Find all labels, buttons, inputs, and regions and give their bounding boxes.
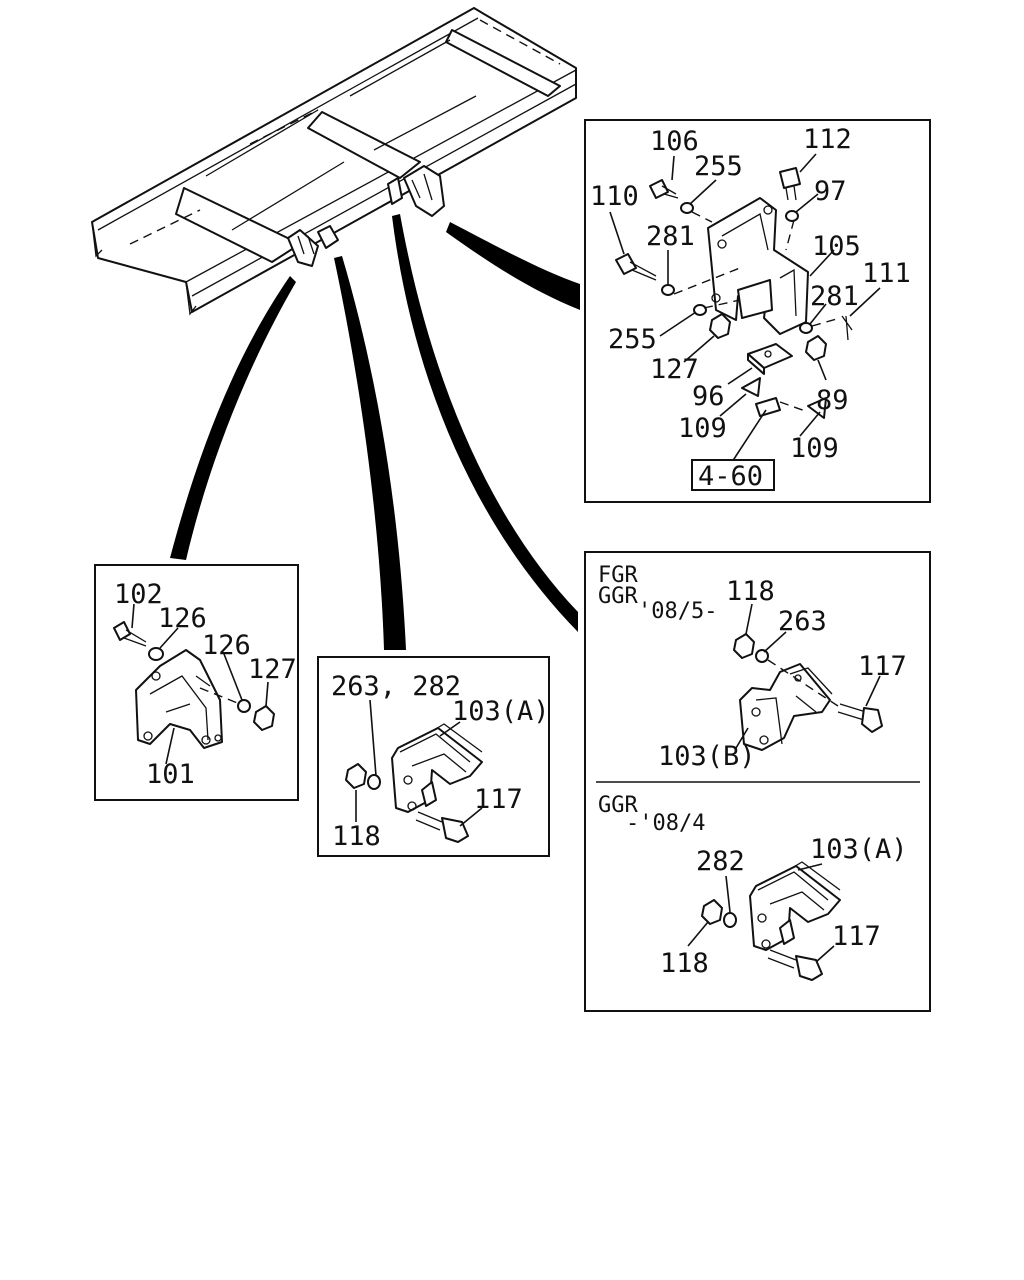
frame-bracket-front xyxy=(287,225,339,267)
label-118-upper: 118 xyxy=(726,576,775,607)
label-255-bottom: 255 xyxy=(608,324,657,355)
label-89: 89 xyxy=(816,385,849,416)
label-117-upper: 117 xyxy=(858,651,907,682)
label-97: 97 xyxy=(814,176,847,207)
label-118-middle: 118 xyxy=(332,821,381,852)
variant-date-lower: -'08/4 xyxy=(626,811,705,836)
label-112: 112 xyxy=(803,124,852,155)
label-281-left: 281 xyxy=(646,221,695,252)
variant-date-upper: '08/5- xyxy=(638,599,717,624)
label-263-upper: 263 xyxy=(778,606,827,637)
ref-box xyxy=(691,459,775,491)
label-111: 111 xyxy=(862,258,911,289)
label-106: 106 xyxy=(650,126,699,157)
leader-wedges xyxy=(170,214,580,650)
label-282-lower: 282 xyxy=(696,846,745,877)
label-126-top: 126 xyxy=(158,603,207,634)
variant-ggr-upper: GGR xyxy=(598,584,638,609)
panel-right: FGR GGR '08/5- 118 263 117 103(B) GGR -'… xyxy=(584,551,931,1012)
label-117-lower: 117 xyxy=(832,921,881,952)
label-127-left: 127 xyxy=(248,654,297,685)
panel-middle: 263, 282 103(A) 117 118 xyxy=(317,656,550,857)
label-110: 110 xyxy=(590,181,639,212)
label-127-top: 127 xyxy=(650,354,699,385)
label-109-left: 109 xyxy=(678,413,727,444)
ref-label: 4-60 xyxy=(698,461,763,492)
label-105: 105 xyxy=(812,231,861,262)
label-126-right: 126 xyxy=(202,630,251,661)
variant-ggr-lower: GGR xyxy=(598,793,638,818)
label-102: 102 xyxy=(114,579,163,610)
frame-bracket-rear xyxy=(387,165,445,217)
panel-left: 102 126 126 127 101 xyxy=(94,564,299,801)
label-117-middle: 117 xyxy=(474,784,523,815)
label-281-right: 281 xyxy=(810,281,859,312)
label-96: 96 xyxy=(692,381,725,412)
label-109-right: 109 xyxy=(790,433,839,464)
variant-fgr: FGR xyxy=(598,563,638,588)
label-103a-lower: 103(A) xyxy=(810,834,908,865)
chassis-frame xyxy=(91,7,577,316)
label-255-top: 255 xyxy=(694,151,743,182)
label-263-282: 263, 282 xyxy=(331,671,461,702)
label-103b: 103(B) xyxy=(658,741,756,772)
panel-top-right: 106 112 255 97 110 281 105 111 281 255 1… xyxy=(584,119,931,503)
label-103a-middle: 103(A) xyxy=(452,696,550,727)
label-101: 101 xyxy=(146,759,195,790)
label-118-lower: 118 xyxy=(660,948,709,979)
